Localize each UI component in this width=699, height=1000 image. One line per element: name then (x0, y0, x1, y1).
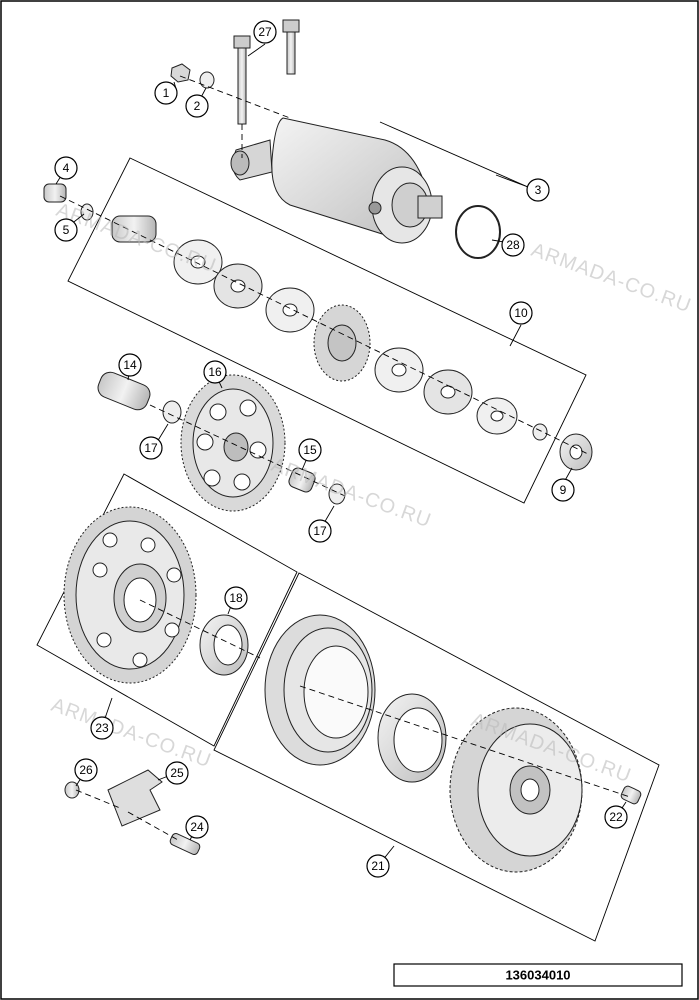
group-10-box (67, 157, 587, 504)
svg-text:5: 5 (63, 223, 70, 237)
svg-text:21: 21 (371, 859, 385, 873)
guide-plate-parts (64, 769, 201, 855)
svg-text:22: 22 (609, 810, 623, 824)
part-number: 136034010 (505, 968, 570, 983)
starter-idler-gear (97, 371, 346, 512)
callout-17: 17 (139, 436, 163, 460)
part-number-box: 136034010 (393, 963, 683, 987)
watermark-text: ARMADA-CO.RU (53, 199, 219, 277)
nut (170, 63, 191, 83)
svg-text:1: 1 (163, 86, 170, 100)
svg-text:16: 16 (208, 365, 222, 379)
callout-26: 26 (74, 758, 98, 782)
callout-18: 18 (224, 586, 248, 610)
callout-25: 25 (165, 761, 189, 785)
callout-4: 4 (54, 156, 78, 180)
starter-ring-gear (63, 506, 249, 684)
assembly-axes (59, 75, 631, 841)
bushing (43, 183, 67, 203)
rotor-bolt (620, 785, 642, 805)
callout-15: 15 (298, 438, 322, 462)
callout-14: 14 (118, 353, 142, 377)
o-ring (455, 205, 501, 259)
svg-text:17: 17 (313, 524, 327, 538)
svg-text:9: 9 (560, 483, 567, 497)
pinion-gear (111, 215, 157, 243)
group-21-box (213, 572, 660, 942)
svg-text:27: 27 (258, 25, 272, 39)
callout-1: 1 (154, 81, 178, 105)
svg-text:23: 23 (95, 721, 109, 735)
small-washer (80, 203, 94, 221)
svg-text:10: 10 (514, 306, 528, 320)
svg-text:3: 3 (535, 183, 542, 197)
callout-17: 17 (308, 519, 332, 543)
callout-23: 23 (90, 716, 114, 740)
callout-28: 28 (501, 233, 525, 257)
svg-text:26: 26 (79, 763, 93, 777)
callout-2: 2 (185, 94, 209, 118)
flywheel-assembly (264, 614, 642, 873)
callout-27: 27 (253, 20, 277, 44)
callout-24: 24 (185, 815, 209, 839)
svg-text:15: 15 (303, 443, 317, 457)
svg-text:4: 4 (63, 161, 70, 175)
callout-22: 22 (604, 805, 628, 829)
callout-5: 5 (54, 218, 78, 242)
svg-text:2: 2 (194, 99, 201, 113)
svg-text:28: 28 (506, 238, 520, 252)
starter-motor (230, 117, 443, 244)
callout-16: 16 (203, 360, 227, 384)
starter-bolts (233, 19, 300, 125)
callout-9: 9 (551, 478, 575, 502)
watermark-text: ARMADA-CO.RU (268, 454, 434, 532)
svg-text:14: 14 (123, 358, 137, 372)
svg-text:24: 24 (190, 820, 204, 834)
svg-text:17: 17 (144, 441, 158, 455)
group-10-parts (43, 183, 593, 471)
callout-3: 3 (526, 178, 550, 202)
callout-10: 10 (509, 301, 533, 325)
callout-21: 21 (366, 854, 390, 878)
washer (199, 71, 215, 89)
svg-text:25: 25 (170, 766, 184, 780)
svg-text:18: 18 (229, 591, 243, 605)
watermark-text: ARMADA-CO.RU (48, 694, 214, 772)
watermark-text: ARMADA-CO.RU (528, 239, 694, 317)
